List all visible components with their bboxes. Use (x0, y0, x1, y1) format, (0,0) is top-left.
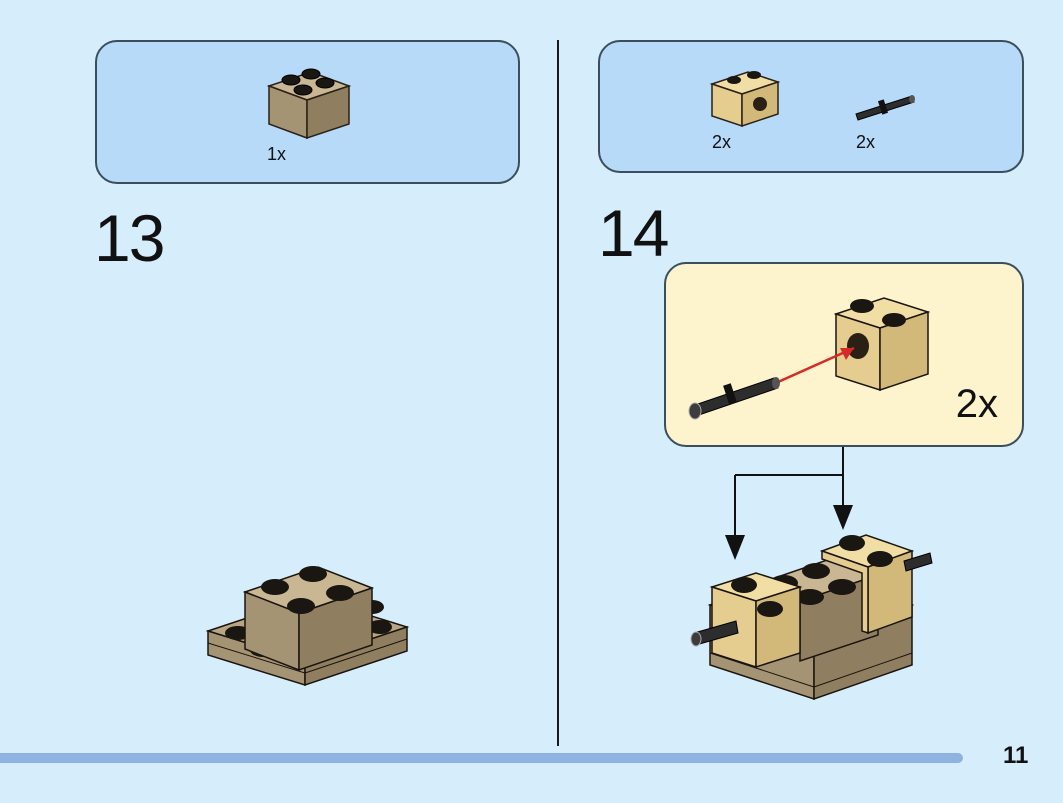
black-technic-pin-icon (855, 95, 915, 121)
sub-assembly-illustration (688, 297, 931, 420)
column-divider (557, 40, 559, 746)
page-number: 11 (1003, 742, 1029, 769)
part-qty: 2x (856, 132, 876, 152)
step-13-assembly-illustration (205, 566, 410, 687)
parts-list-step-14: 2x 2x (598, 40, 1024, 173)
step-number-13: 13 (94, 201, 165, 275)
part-qty: 1x (267, 144, 287, 164)
page-progress-bar (0, 753, 963, 763)
sub-assembly-callout: 2x (664, 262, 1024, 447)
tan-technic-brick-icon (709, 71, 781, 128)
callout-qty: 2x (955, 382, 998, 426)
step-number-14: 14 (598, 196, 669, 270)
parts-list-step-13: 1x (95, 40, 520, 184)
dark-tan-2x2-brick-icon (266, 68, 352, 140)
placement-arrows (725, 447, 853, 560)
step-14-assembly-illustration (690, 534, 933, 701)
part-qty: 2x (712, 132, 732, 152)
